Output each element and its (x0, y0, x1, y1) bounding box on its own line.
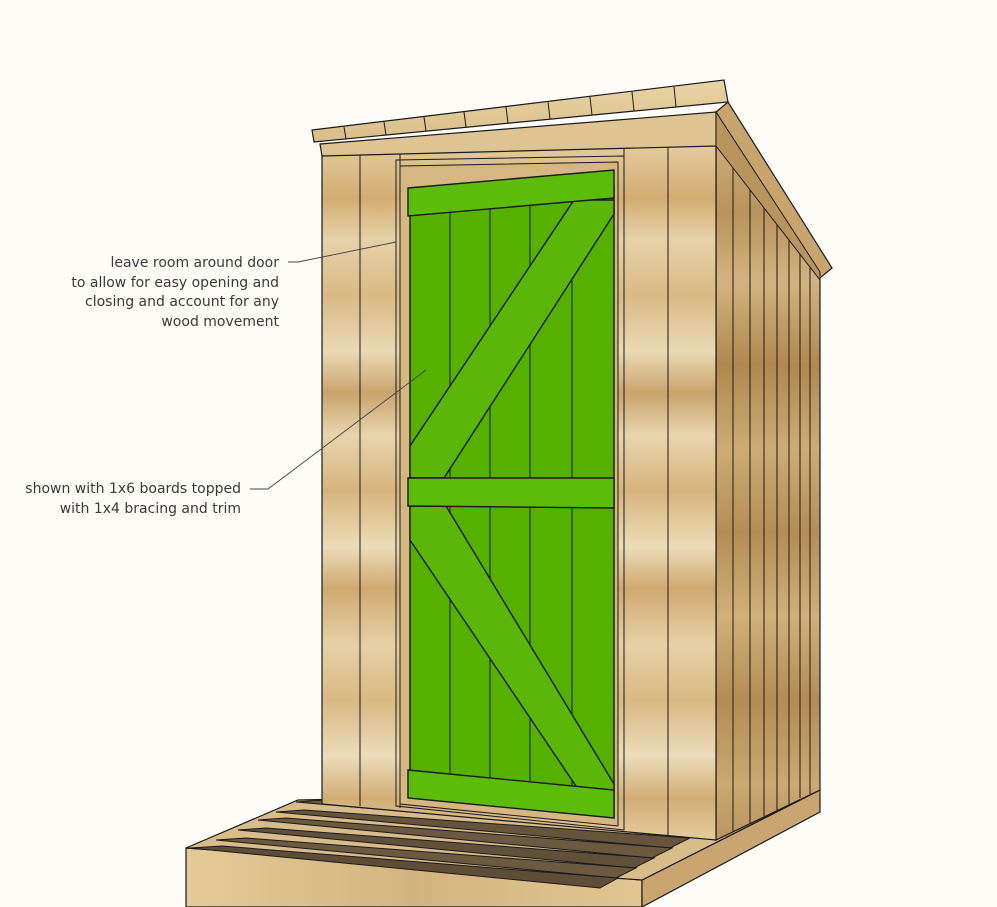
roof (311, 79, 833, 282)
leader-door-gap (288, 241, 397, 263)
roof-shingle-seams (343, 86, 677, 140)
annotation-line: to allow for easy opening and (71, 274, 279, 291)
middle-rail (407, 477, 615, 509)
annotation-door-gap: leave room around door to allow for easy… (71, 254, 279, 332)
annotation-leaders (250, 241, 427, 490)
bottom-rail (407, 769, 615, 819)
annotation-line: wood movement (161, 313, 279, 330)
green-door (407, 169, 615, 819)
annotation-line: shown with 1x6 boards topped (25, 481, 241, 497)
floor-platform (185, 789, 821, 907)
leader-door-material (250, 369, 427, 490)
right-side-wall (715, 140, 821, 841)
top-rail (407, 169, 615, 217)
annotation-line: closing and account for any (85, 294, 279, 310)
annotation-door-material: shown with 1x6 boards topped with 1x4 br… (25, 480, 241, 519)
floor-planks (189, 799, 710, 889)
annotation-line: with 1x4 bracing and trim (59, 500, 241, 517)
annotation-line: leave room around door (110, 255, 279, 271)
